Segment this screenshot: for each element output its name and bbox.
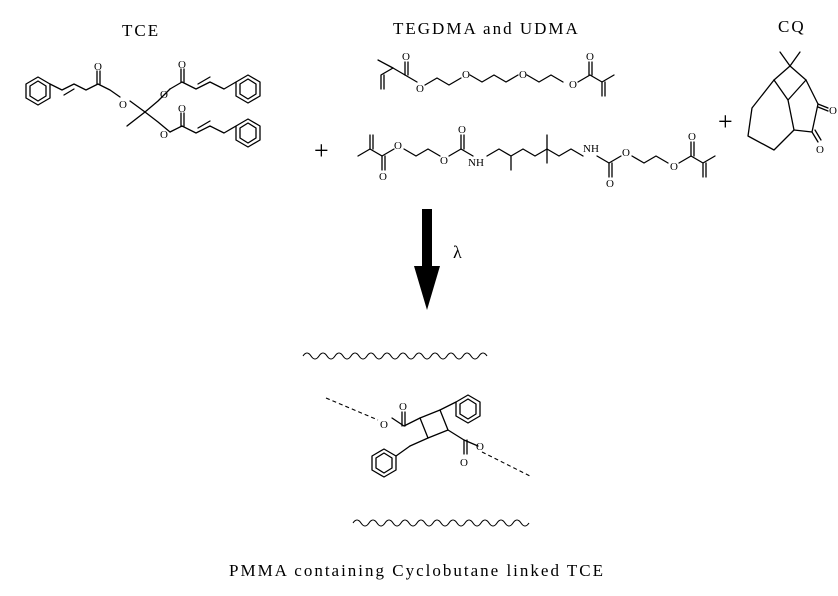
atom-o-ester-3: O [160, 129, 168, 141]
atom-o-udma-4: O [458, 124, 466, 136]
atom-o-carbonyl-3: O [178, 103, 186, 115]
atom-o-product-3: O [460, 457, 468, 469]
atom-o-tegdma-5: O [569, 79, 577, 91]
atom-o-cq-1: O [829, 105, 837, 117]
tegdma-udma-label: TEGDMA and UDMA [393, 19, 580, 38]
product-polymer: O O O O [302, 352, 531, 527]
atom-o-tegdma-4: O [519, 69, 527, 81]
tce-molecule: O O O O O O [25, 59, 261, 148]
tegdma-molecule: O O O O O O [377, 51, 615, 97]
atom-o-udma-8: O [688, 131, 696, 143]
atom-o-tegdma-3: O [462, 69, 470, 81]
atom-o-udma-3: O [440, 155, 448, 167]
atom-o-udma-6: O [622, 147, 630, 159]
light-symbol: λ [453, 242, 462, 262]
atom-o-cq-2: O [816, 144, 824, 156]
atom-nh-udma-1: NH [468, 157, 484, 169]
atom-o-tegdma-2: O [416, 83, 424, 95]
cq-molecule: O O [747, 51, 837, 156]
atom-o-udma-7: O [670, 161, 678, 173]
atom-o-tegdma-6: O [586, 51, 594, 63]
light-arrow [414, 209, 440, 310]
product-label: PMMA containing Cyclobutane linked TCE [229, 561, 605, 580]
atom-o-udma-2: O [394, 140, 402, 152]
atom-nh-udma-2: NH [583, 143, 599, 155]
atom-o-ester-2: O [160, 89, 168, 101]
atom-o-product-2: O [380, 419, 388, 431]
cq-label: CQ [778, 17, 806, 36]
polymer-chain-top [302, 352, 488, 360]
atom-o-carbonyl-2: O [178, 59, 186, 71]
plus-sign-1: + [314, 136, 329, 165]
plus-sign-2: + [718, 107, 733, 136]
tce-label: TCE [122, 21, 160, 40]
atom-o-product-1: O [399, 401, 407, 413]
atom-o-udma-5: O [606, 178, 614, 190]
atom-o-tegdma-1: O [402, 51, 410, 63]
atom-o-udma-1: O [379, 171, 387, 183]
udma-molecule: O O O O NH NH O O O O [357, 124, 716, 190]
atom-o-ester-1: O [119, 99, 127, 111]
atom-o-carbonyl-1: O [94, 61, 102, 73]
atom-o-product-4: O [476, 441, 484, 453]
polymer-chain-bottom [352, 519, 530, 527]
